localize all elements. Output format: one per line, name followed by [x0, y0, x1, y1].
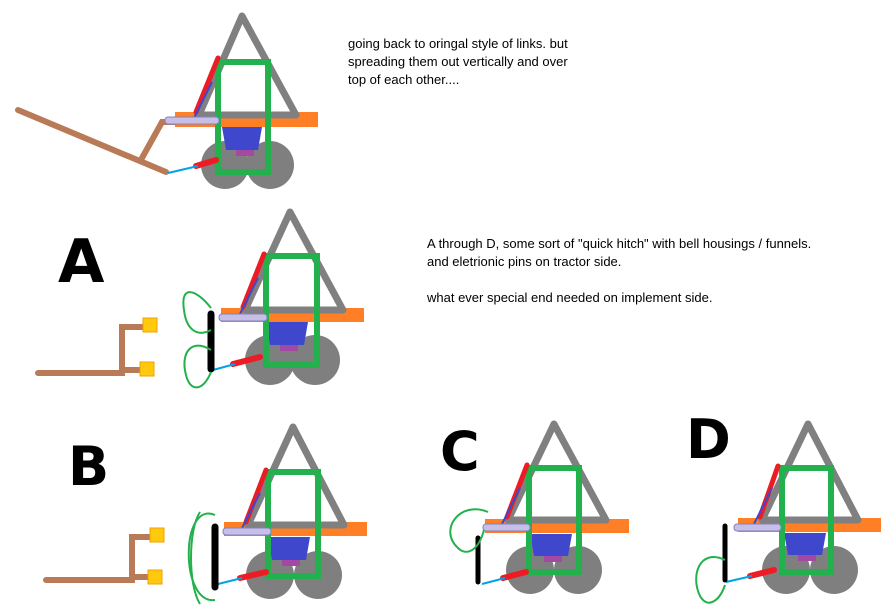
hub: [268, 537, 310, 560]
bell-funnel: [187, 512, 216, 602]
coupler-bottom: [147, 569, 163, 585]
top-link: [240, 251, 267, 310]
hub-bottom: [798, 555, 816, 561]
tractor-variant-a: [35, 208, 364, 389]
label-variant-c: C: [440, 420, 480, 483]
tractor-original: [15, 12, 318, 189]
coupler-top: [142, 317, 158, 333]
lift-bar: [218, 313, 268, 322]
hub-bottom: [544, 556, 562, 562]
top-link-pin: [237, 277, 259, 319]
lower-link: [747, 567, 777, 579]
hub: [266, 322, 308, 345]
tractor-variant-d: [695, 420, 881, 604]
implement-drawbar: [15, 107, 169, 175]
lower-link: [237, 569, 269, 581]
lower-link: [230, 354, 263, 367]
tractor-variant-c: [449, 420, 629, 594]
lower-link-pin: [725, 575, 753, 583]
lower-link-pin: [481, 577, 506, 585]
cab: [265, 469, 321, 579]
lift-bar: [222, 527, 272, 536]
implement-frame: [43, 534, 155, 583]
label-variant-b: B: [68, 435, 110, 498]
hub: [530, 534, 572, 556]
top-link-pin: [499, 487, 521, 529]
top-link-pin: [239, 492, 261, 533]
top-link-pin: [191, 81, 213, 123]
implement-mast: [139, 119, 185, 161]
tractor-variant-b: [43, 423, 367, 605]
coupler-top: [149, 527, 165, 543]
hub-bottom: [280, 345, 298, 351]
note-quick-hitch: A through D, some sort of "quick hitch" …: [427, 236, 812, 305]
lower-link-pin: [217, 577, 243, 585]
bell-funnel-inner: [190, 511, 201, 605]
lower-link: [500, 569, 529, 581]
implement-frame: [35, 324, 149, 376]
hub: [222, 127, 262, 150]
top-link-pin: [751, 487, 773, 529]
lower-link: [193, 157, 219, 169]
funnel: [449, 508, 489, 553]
hub-bottom: [236, 150, 254, 156]
cab: [263, 253, 320, 368]
top-link: [757, 463, 781, 520]
lift-bar: [164, 116, 220, 125]
funnel-top: [182, 291, 212, 334]
funnel: [695, 556, 726, 604]
lower-link-pin: [167, 165, 199, 174]
cab: [779, 465, 834, 575]
funnel-bottom: [183, 344, 212, 389]
top-link: [193, 55, 221, 115]
label-variant-a: A: [58, 227, 105, 297]
lift-bar: [482, 523, 531, 532]
hub-bottom: [282, 560, 300, 566]
lift-bar: [733, 523, 782, 532]
note-original-style: going back to oringal style of links. bu…: [348, 36, 568, 87]
coupler-bottom: [139, 361, 155, 377]
lower-link-pin: [212, 363, 236, 371]
hub: [784, 533, 826, 555]
label-variant-d: D: [686, 408, 731, 471]
cab: [526, 465, 582, 575]
